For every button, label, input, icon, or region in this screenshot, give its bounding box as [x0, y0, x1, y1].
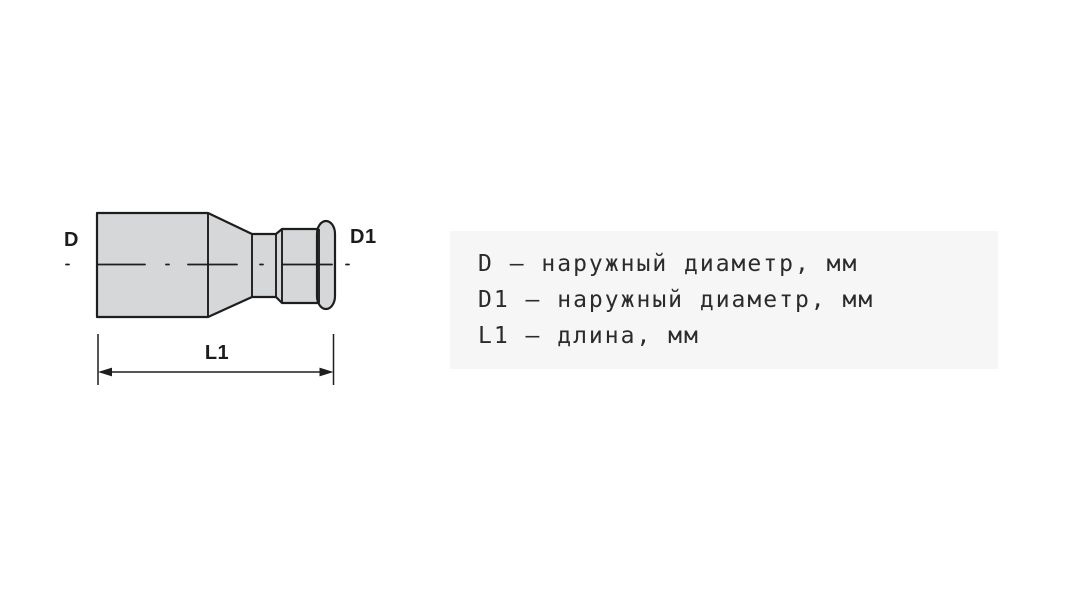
legend-box: D – наружный диаметр, мм D1 – наружный д…: [450, 231, 998, 369]
legend-line-l1: L1 – длина, мм: [478, 323, 700, 349]
legend-line-d1: D1 – наружный диаметр, мм: [478, 287, 875, 313]
label-l1: L1: [204, 342, 230, 364]
dimension-arrow-right-icon: [319, 367, 334, 377]
label-d: D: [64, 229, 79, 251]
dimension-arrow-left-icon: [98, 367, 112, 377]
legend-line-d: D – наружный диаметр, мм: [478, 251, 859, 277]
label-d1: D1: [350, 226, 377, 248]
dimension-l1-lines: [97, 334, 335, 385]
